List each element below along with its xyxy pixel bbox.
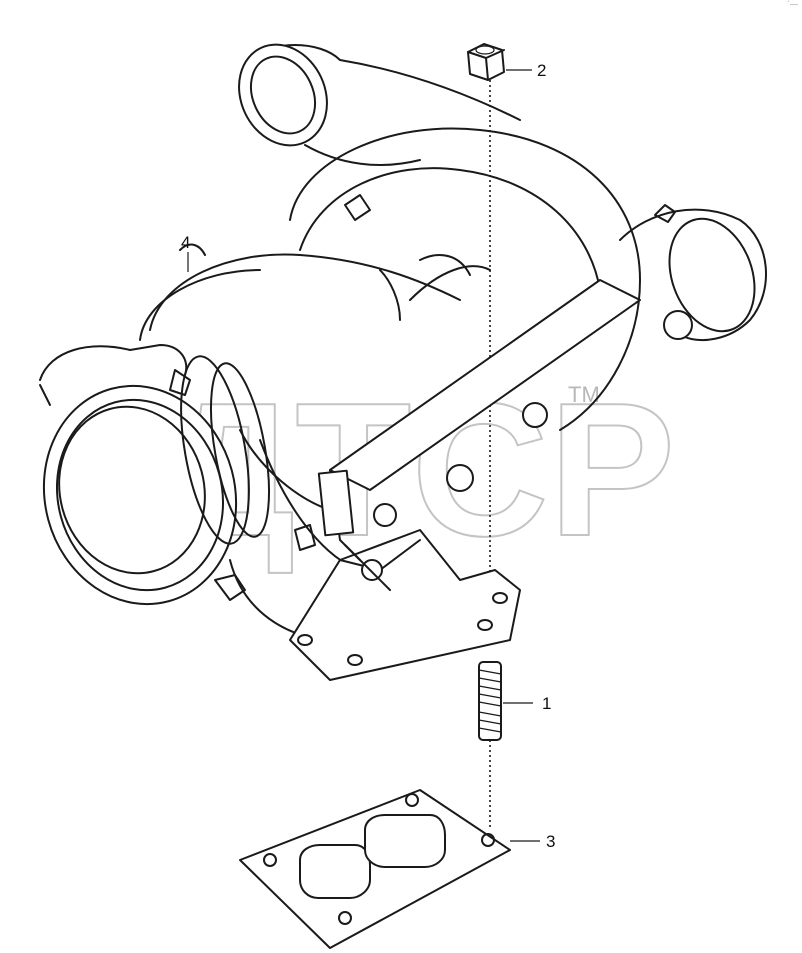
gasket — [239, 789, 511, 949]
watermark-tm: TM — [568, 382, 600, 407]
stud — [478, 661, 502, 741]
nut — [467, 43, 505, 81]
callout-4: 4 — [181, 233, 190, 252]
turbocharger — [39, 43, 767, 681]
callout-2: 2 — [537, 61, 546, 80]
callout-1: 1 — [542, 694, 551, 713]
callout-3: 3 — [546, 832, 555, 851]
corner-mark: ´— — [787, 0, 798, 9]
